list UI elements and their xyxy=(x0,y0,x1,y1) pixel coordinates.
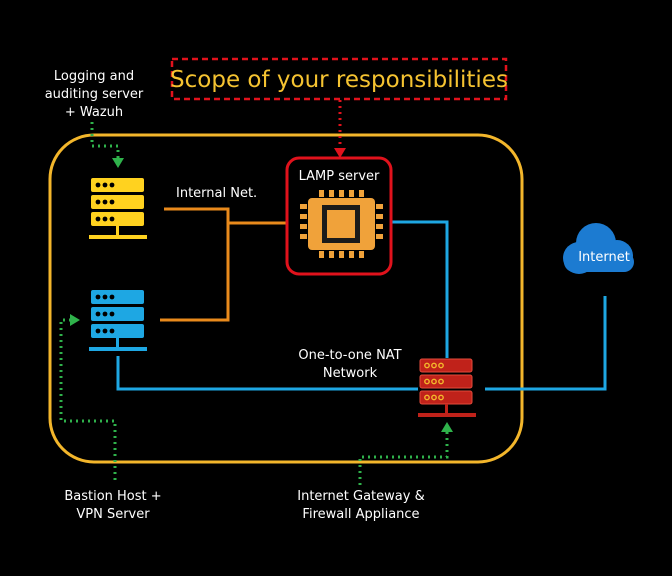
gateway-server-icon xyxy=(418,358,476,417)
bastion-label-line1: Bastion Host + xyxy=(64,489,161,504)
scope-title: Scope of your responsibilities xyxy=(170,67,508,93)
bastion-label-line2: VPN Server xyxy=(76,507,150,522)
scope-box xyxy=(170,57,508,101)
logging-server-label: Logging and auditing server + Wazuh xyxy=(45,69,144,120)
nat-network-links xyxy=(116,220,607,391)
bastion-label: Bastion Host + VPN Server xyxy=(64,489,161,522)
logging-label-line2: auditing server xyxy=(45,87,144,102)
cpu-chip-icon xyxy=(300,190,383,258)
logging-link-arrow xyxy=(112,158,124,168)
internal-net-label: Internal Net. xyxy=(176,186,257,201)
logging-server-icon xyxy=(89,178,147,239)
internal-network-links xyxy=(160,207,290,322)
lamp-server-label: LAMP server xyxy=(299,169,380,184)
bastion-server-icon xyxy=(89,290,147,351)
gateway-label: Internet Gateway & Firewall Appliance xyxy=(297,489,424,522)
scope-link-arrow xyxy=(334,148,346,158)
nat-label-line1: One-to-one NAT xyxy=(298,348,401,363)
gateway-link-arrow xyxy=(441,422,453,432)
logging-label-line1: Logging and xyxy=(54,69,134,84)
responsibility-boundary xyxy=(48,133,524,464)
nat-network-label: One-to-one NAT Network xyxy=(298,348,401,381)
logging-label-line3: + Wazuh xyxy=(65,105,123,120)
management-links xyxy=(59,122,449,485)
internet-label: Internet xyxy=(578,250,630,265)
gateway-label-line2: Firewall Appliance xyxy=(302,507,419,522)
nat-label-line2: Network xyxy=(323,366,378,381)
lamp-server-node: LAMP server xyxy=(285,156,393,276)
gateway-label-line1: Internet Gateway & xyxy=(297,489,424,504)
cloud-icon xyxy=(563,223,634,274)
bastion-link-arrow xyxy=(70,314,80,326)
